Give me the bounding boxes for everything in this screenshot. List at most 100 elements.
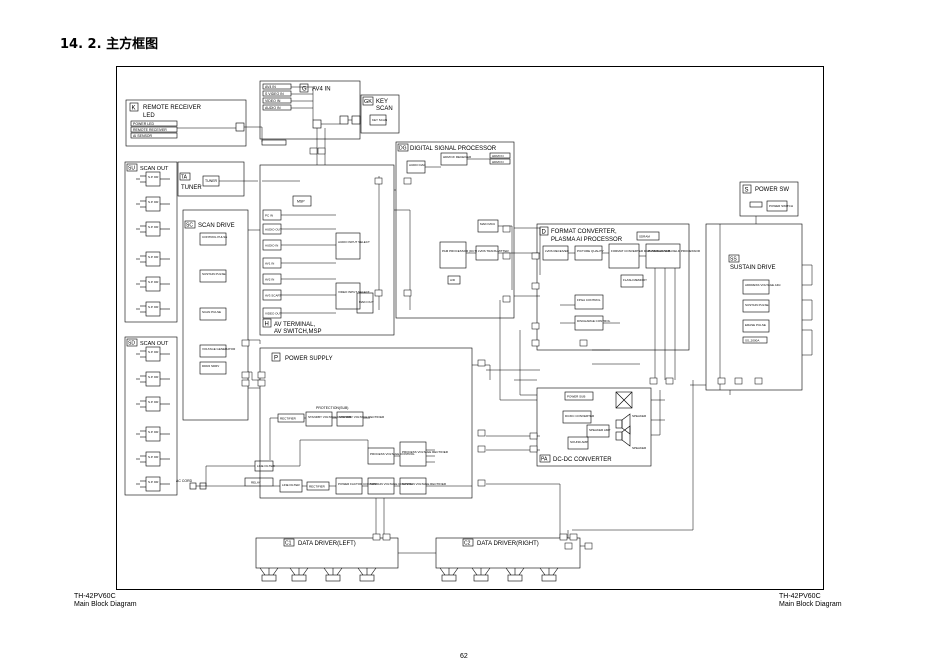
svg-text:SS_2000A: SS_2000A [745,339,759,343]
svg-text:SCAN OUT: SCAN OUT [140,341,169,347]
svg-text:DATA DRIVER(LEFT): DATA DRIVER(LEFT) [298,541,356,547]
caption-left-title: Main Block Diagram [74,601,137,608]
scan-driver-ic-label: S.P. DR [148,455,159,459]
connector [531,322,540,330]
svg-text:S: S [745,188,749,194]
block-dcdc-converter: PA DC-DC CONVERTER POWER SUB DC/DC CONVE… [536,387,652,467]
connector [559,533,568,541]
svg-text:HDMI IN: HDMI IN [492,160,504,164]
svg-text:AUDIO IN: AUDIO IN [265,106,281,110]
svg-text:H: H [265,322,269,328]
signal-wire [651,390,661,436]
svg-text:LVDS TRANS-MITTER: LVDS TRANS-MITTER [478,249,510,253]
block-av4-in: G AV4 IN AV4 IN S VIDEO IN VIDEO IN AUDI… [259,80,361,146]
svg-text:RECTIFIER: RECTIFIER [280,417,297,421]
block-scan-drive: SC SCAN DRIVE CONTROL PULSE SUSTAIN PULS… [182,209,249,421]
svg-text:MAIN MCU: MAIN MCU [480,222,495,226]
caption-left-model: TH-42PV60C [74,593,116,600]
connector [502,225,511,233]
block-power-sw: S POWER SW POWER SWITCH [739,181,799,217]
svg-text:HDMI I/F RECEIVER: HDMI I/F RECEIVER [443,155,472,159]
svg-text:RECTIFIER: RECTIFIER [309,485,326,489]
block-key-scan: GK KEY SCAN KEY SCAN [339,94,400,134]
block-tuner: TA TUNER TUNER [177,161,245,197]
connector [569,533,578,541]
svg-text:DATA DRIVER(RIGHT): DATA DRIVER(RIGHT) [477,541,539,547]
code-k: K [132,106,136,112]
svg-text:SC: SC [186,223,193,229]
connector [257,371,266,379]
connector [241,339,250,347]
svg-text:KEY: KEY [376,99,388,105]
block-data-driver-right: C2 DATA DRIVER(RIGHT) [435,537,581,569]
svg-text:SOUND AMP: SOUND AMP [570,440,588,444]
svg-text:P: P [274,356,278,362]
svg-text:PLASMA AI SUB-FIELD PROCESSOR: PLASMA AI SUB-FIELD PROCESSOR [648,249,701,253]
av-input-label: AV2 IN [265,278,274,282]
block-av-terminal: H AV TERMINAL, AV SWITCH,MSP PC INAUDIO … [259,164,395,336]
svg-text:POWER SW: POWER SW [755,187,789,193]
svg-text:VIDEO INPUT SELECT: VIDEO INPUT SELECT [338,290,370,294]
data-driver-ic [359,574,375,582]
svg-text:LINE FILTER: LINE FILTER [282,483,300,487]
signal-wire [486,483,561,530]
caption-right-title: Main Block Diagram [779,601,842,608]
svg-text:DG: DG [399,146,407,152]
signal-wire [514,227,541,275]
connector [502,295,511,303]
svg-text:AV4 IN: AV4 IN [265,85,276,89]
av-input-label: AUDIO IN [265,244,278,248]
signal-wire [291,86,314,120]
connector [665,377,674,385]
svg-text:PROCESS VOLTAGE CONTROL: PROCESS VOLTAGE CONTROL [370,452,415,456]
svg-text:MSP: MSP [297,200,305,204]
connector [754,377,763,385]
svg-text:PROTECTION(SUB): PROTECTION(SUB) [316,406,348,410]
remote-title-2: LED [143,113,155,119]
svg-text:AUDIO INPUT SELECT: AUDIO INPUT SELECT [338,240,370,244]
svg-text:FORMAT CONVERTER,: FORMAT CONVERTER, [551,229,617,235]
scan-driver-ic-label: S.P. DR [148,255,159,259]
svg-text:SUSTAIN PULSE: SUSTAIN PULSE [745,303,768,307]
signal-wire [802,264,813,286]
signal-wire [472,364,491,380]
connector [477,429,486,437]
svg-text:ERASE PULSE: ERASE PULSE [745,323,766,327]
connector [649,377,658,385]
connector [477,479,486,487]
svg-text:TA: TA [181,175,188,181]
svg-text:DISCHARGE CONTROL: DISCHARGE CONTROL [577,319,611,323]
signal-wire [499,300,537,401]
block-format-converter: D FORMAT CONVERTER, PLASMA AI PROCESSOR … [536,223,701,351]
block-scan-out-upper: SU SCAN OUT S.P. DRS.P. DRS.P. DRS.P. DR… [124,161,178,323]
svg-text:AUDIO DAC: AUDIO DAC [409,163,427,167]
block-power-supply: P POWER SUPPLY RECTIFIER STANDBY VOLTAGE… [244,347,473,499]
svg-text:SS: SS [730,257,737,263]
svg-text:PROCESS VOLTAGE RECTIFIER: PROCESS VOLTAGE RECTIFIER [402,450,449,454]
connector [529,432,538,440]
svg-text:LINE FILTER: LINE FILTER [257,464,275,468]
svg-text:AV SWITCH,MSP: AV SWITCH,MSP [274,329,322,335]
connector [241,379,250,387]
svg-text:DC-DC CONVERTER: DC-DC CONVERTER [553,457,612,463]
connector [309,147,318,155]
scan-driver-ic-label: S.P. DR [148,350,159,354]
block-sustain-drive: SS SUSTAIN DRIVE ADDRESS VOLTAGE ADJ. SU… [705,223,803,391]
page-number: 62 [460,653,468,660]
connector [403,289,412,297]
svg-text:POWER SUPPLY: POWER SUPPLY [285,356,333,362]
connector [241,371,250,379]
signal-wire [802,299,813,321]
remote-item: REMOTE RECEIVER [133,128,167,132]
svg-text:STANDBY VOLTAGE RECTIFIER: STANDBY VOLTAGE RECTIFIER [339,415,385,419]
svg-text:LVDS RECEIVER: LVDS RECEIVER [545,249,570,253]
data-driver-ic [325,574,341,582]
svg-text:S VIDEO IN: S VIDEO IN [265,92,284,96]
section-title: 14. 2. 主方框图 [60,37,159,52]
svg-text:SPEAKER AMP: SPEAKER AMP [589,428,610,432]
svg-text:C2: C2 [464,541,471,547]
scan-driver-ic-label: S.P. DR [148,305,159,309]
av4-title: AV4 IN [312,87,331,93]
connector [257,379,266,387]
svg-text:HDMI IN: HDMI IN [492,154,504,158]
